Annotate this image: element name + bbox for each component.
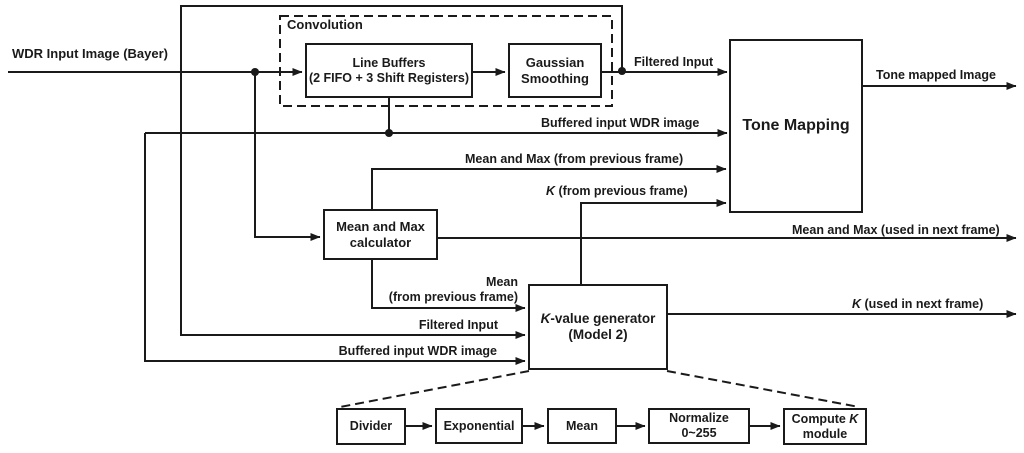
k-next-label: K (used in next frame) — [852, 297, 983, 312]
wire-kgen-to-tonemapping — [580, 199, 727, 284]
mean-max-calculator-box: Mean and Max calculator — [323, 209, 438, 260]
expansion-dash-right — [666, 370, 860, 408]
mean-max-next-label: Mean and Max (used in next frame) — [792, 223, 1000, 237]
mean-label: Mean — [566, 418, 598, 433]
buffered-input-bottom-label: Buffered input WDR image — [338, 344, 497, 358]
convolution-label: Convolution — [287, 17, 363, 32]
normalize-label-1: Normalize — [669, 411, 729, 426]
compute-k-pre: Compute — [791, 411, 850, 426]
compute-k-label-2: module — [802, 426, 848, 441]
wire-calculator-to-tonemapping — [371, 165, 727, 209]
wire-mean-prev-to-kgen — [371, 260, 526, 312]
tone-mapped-image-label: Tone mapped Image — [876, 68, 996, 82]
k-prev-label: K (from previous frame) — [546, 184, 688, 199]
k-value-generator-box: K-value generator (Model 2) — [528, 284, 668, 370]
expansion-dash-left — [339, 370, 530, 408]
compute-k-box: Compute K module — [783, 408, 867, 445]
calculator-label-2: calculator — [349, 234, 412, 250]
convolution-dashed-border — [279, 15, 613, 107]
mean-max-prev-label: Mean and Max (from previous frame) — [465, 152, 684, 166]
compute-k-label-1: Compute K — [792, 412, 859, 427]
mean-box: Mean — [547, 408, 617, 444]
k-generator-label-2: (Model 2) — [568, 327, 628, 342]
normalize-label-2: 0~255 — [681, 426, 717, 440]
mean-prev-label-2: (from previous frame) — [388, 289, 518, 304]
filtered-input-bottom-label: Filtered Input — [418, 318, 498, 332]
divider-box: Divider — [336, 408, 406, 445]
calculator-label-1: Mean and Max — [336, 218, 425, 234]
junction-dot-wdr — [251, 68, 259, 76]
k-generator-rest: -value generator — [550, 310, 656, 326]
gaussian-label-2: Smoothing — [521, 70, 589, 86]
line-buffers-box: Line Buffers (2 FIFO + 3 Shift Registers… — [305, 43, 473, 98]
junction-dot-buffered — [385, 129, 393, 137]
normalize-box: Normalize 0~255 — [648, 408, 750, 444]
line-buffers-label-2: (2 FIFO + 3 Shift Registers) — [308, 70, 470, 85]
k-generator-k: K — [540, 310, 551, 326]
k-next-rest: (used in next frame) — [861, 297, 984, 311]
mean-prev-label: Mean (from previous frame) — [389, 275, 518, 305]
wire-filtered-feedback — [180, 5, 623, 339]
filtered-input-top-label: Filtered Input — [634, 55, 714, 69]
gaussian-smoothing-box: Gaussian Smoothing — [508, 43, 602, 98]
compute-k-k: K — [849, 411, 859, 426]
tone-mapping-label: Tone Mapping — [742, 117, 850, 135]
k-generator-label-1: K-value generator — [541, 311, 656, 327]
wire-buffered-to-kgen — [144, 133, 526, 365]
tone-mapping-box: Tone Mapping — [729, 39, 863, 213]
mean-prev-label-1: Mean — [486, 275, 518, 289]
line-buffers-label-1: Line Buffers — [352, 55, 426, 70]
divider-label: Divider — [349, 419, 393, 434]
exponential-label: Exponential — [443, 418, 515, 433]
junction-dot-filtered — [618, 67, 626, 75]
wdr-input-label: WDR Input Image (Bayer) — [12, 46, 169, 61]
k-prev-rest: (from previous frame) — [555, 184, 688, 198]
exponential-box: Exponential — [435, 408, 523, 444]
k-prev-k: K — [546, 184, 556, 198]
k-next-k: K — [852, 297, 862, 311]
buffered-input-top-label: Buffered input WDR image — [541, 116, 700, 130]
wire-wdr-to-calculator — [254, 72, 321, 241]
gaussian-label-1: Gaussian — [525, 54, 585, 70]
